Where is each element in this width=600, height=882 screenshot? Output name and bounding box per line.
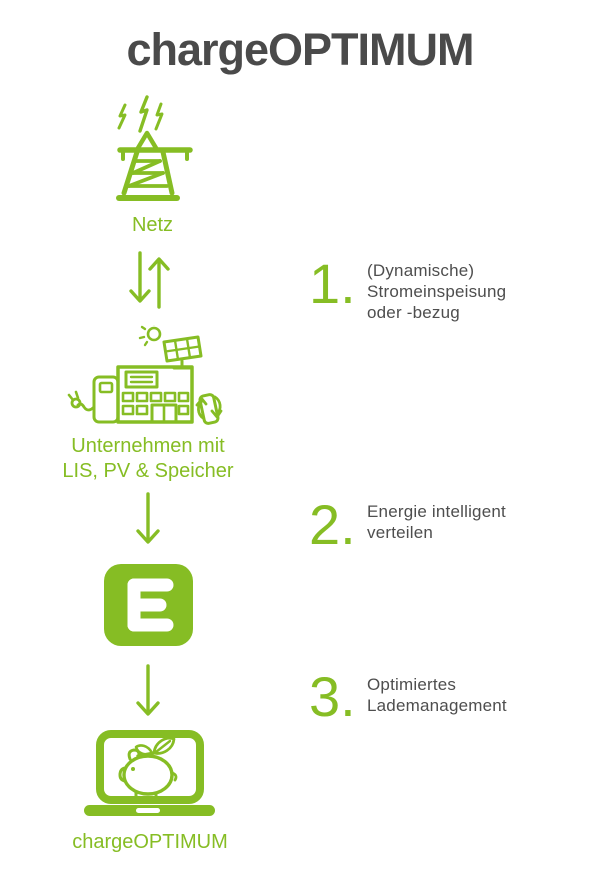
e-logo-icon: E [104,564,193,646]
company-label-line-1: Unternehmen mit [71,435,225,457]
step-2-number: 2. [309,493,356,556]
down-arrow-icon [136,492,160,544]
step-1-number: 1. [309,252,356,315]
e-logo-letter-shape [127,578,174,632]
step-2-text: Energie intelligent verteilen [367,501,506,543]
laptop-piggy-bank-icon [84,730,215,816]
bidirectional-arrows-icon [129,251,170,309]
step-1-text: (Dynamische) Stromeinspeisung oder -bezu… [367,260,506,323]
grid-label: Netz [131,214,174,236]
power-pylon-icon [116,95,193,201]
page-title: chargeOPTIMUM [126,24,474,75]
step-1-line-1: (Dynamische) [367,261,475,280]
product-label: chargeOPTIMUM [72,831,228,853]
step-3-line-2: Lademanagement [367,696,507,715]
company-solar-storage-icon [67,325,223,425]
step-3-text: Optimiertes Lademanagement [367,674,507,716]
step-2-line-2: verteilen [367,523,434,542]
step-3-line-1: Optimiertes [367,675,457,694]
down-arrow-icon [136,664,160,716]
company-label-line-2: LIS, PV & Speicher [62,460,234,482]
step-1-line-3: oder -bezug [367,303,460,322]
step-1-line-2: Stromeinspeisung [367,282,507,301]
step-2-line-1: Energie intelligent [367,502,506,521]
step-3-number: 3. [309,665,356,728]
company-label: Unternehmen mit LIS, PV & Speicher [0,434,296,484]
